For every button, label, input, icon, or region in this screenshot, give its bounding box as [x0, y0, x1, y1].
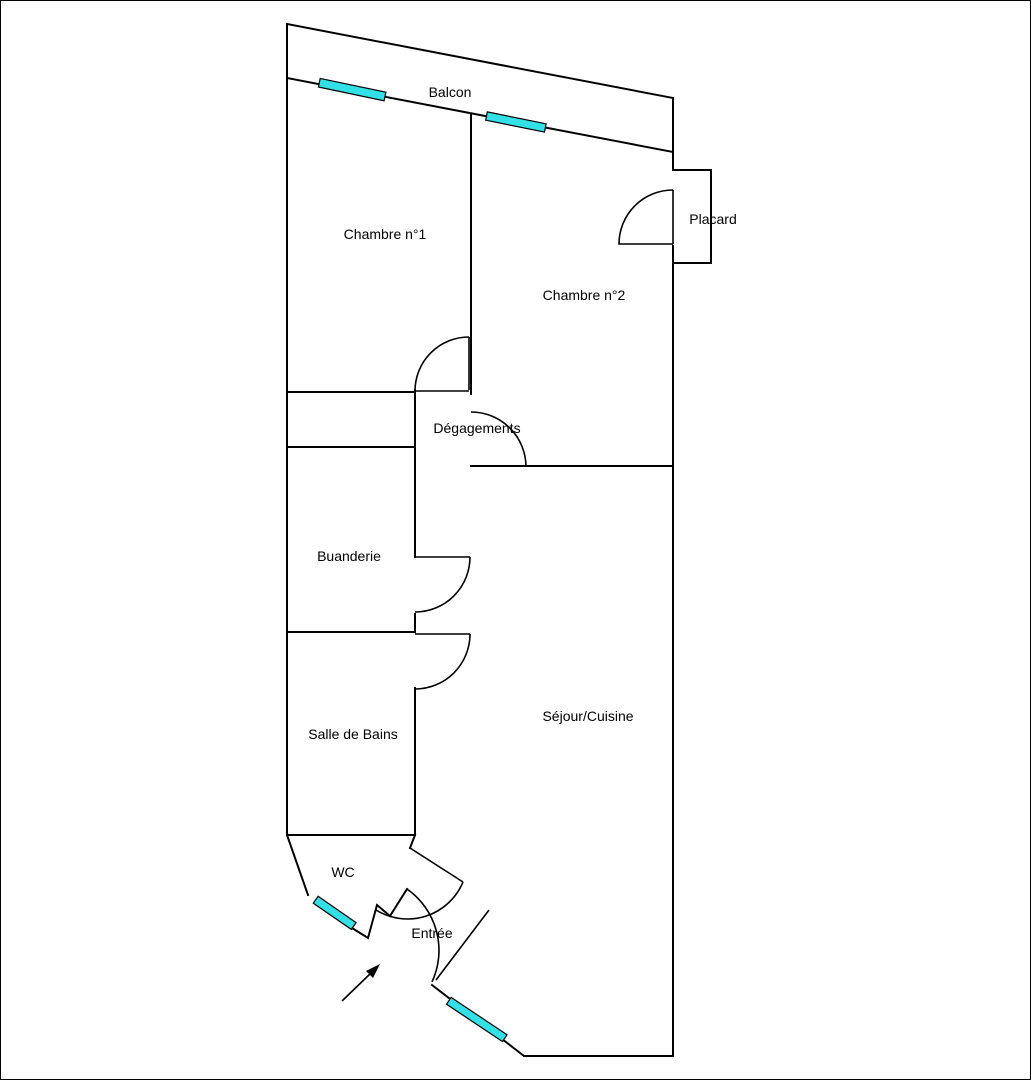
label-degagements: Dégagements: [433, 420, 520, 436]
label-chambre-2: Chambre n°2: [543, 287, 626, 303]
label-placard: Placard: [689, 211, 736, 227]
door-placard: [618, 189, 674, 245]
interior-walls: [286, 114, 674, 940]
outer-walls: [285, 22, 675, 1058]
door-chambre-1: [414, 336, 470, 392]
entrance-arrow-icon: [341, 964, 380, 1002]
door-salle-de-bains: [414, 633, 471, 690]
door-wc: [375, 847, 464, 920]
placard-walls: [672, 169, 712, 264]
doors: [375, 189, 674, 983]
windows: [312, 77, 547, 1043]
window-chambre-1: [317, 77, 387, 102]
label-salle-de-bains: Salle de Bains: [308, 726, 398, 742]
window-sejour: [445, 996, 508, 1043]
window-wc: [312, 895, 357, 931]
door-buanderie: [414, 556, 471, 613]
door-entree: [406, 888, 490, 983]
door-chambre-2: [470, 411, 527, 467]
label-sejour-cuisine: Séjour/Cuisine: [542, 708, 633, 724]
label-chambre-1: Chambre n°1: [344, 226, 427, 242]
label-balcon: Balcon: [429, 84, 472, 100]
label-entree: Entrée: [411, 925, 452, 941]
label-buanderie: Buanderie: [317, 548, 381, 564]
window-chambre-2: [484, 111, 547, 133]
room-labels: Balcon Chambre n°1 Chambre n°2 Placard D…: [308, 84, 736, 941]
label-wc: WC: [331, 864, 354, 880]
